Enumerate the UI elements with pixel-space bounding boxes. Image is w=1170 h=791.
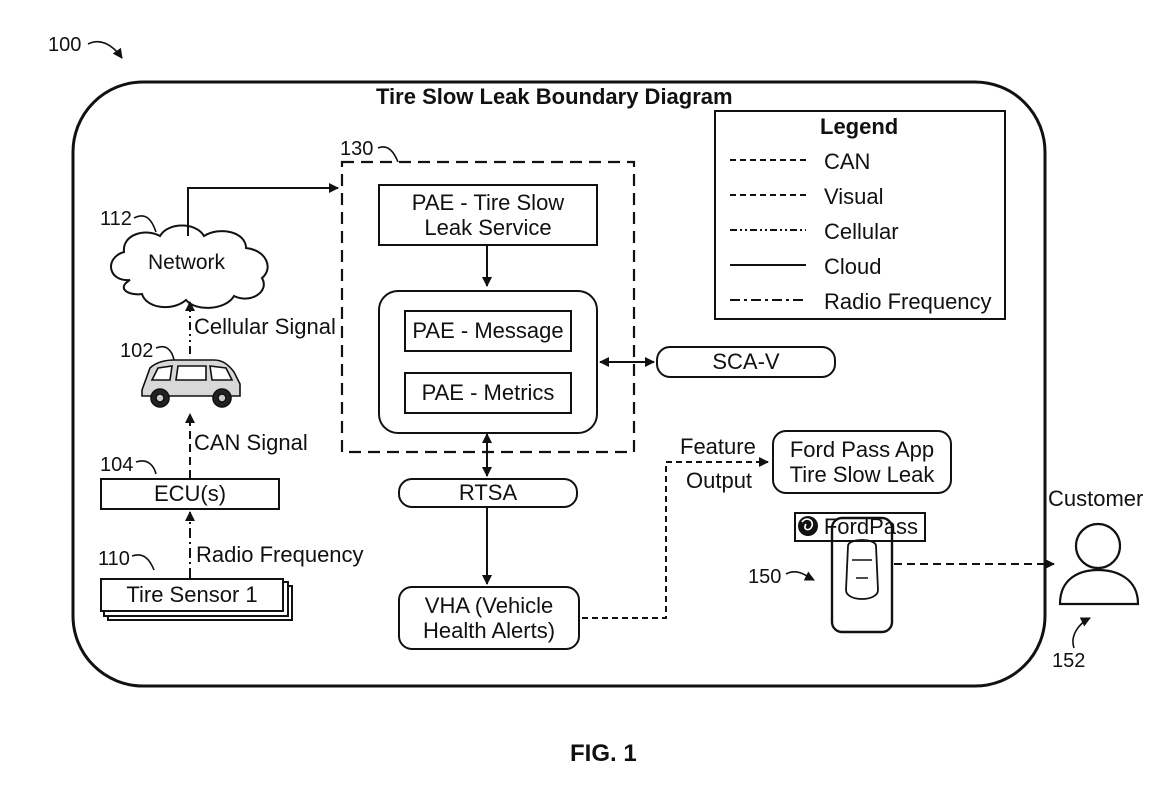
legend-title: Legend	[820, 114, 899, 139]
pae-service-box: PAE - Tire Slow Leak Service	[378, 184, 598, 246]
ref-110-leader	[131, 554, 155, 571]
can-signal-label: CAN Signal	[194, 430, 308, 455]
pae-metrics-box: PAE - Metrics	[404, 372, 572, 414]
tire-sensor-box: Tire Sensor 1	[100, 578, 284, 612]
pae-service-label-line1: PAE - Tire Slow	[411, 189, 565, 215]
radio-frequency-label: Radio Frequency	[196, 542, 364, 567]
vehicle-icon	[141, 359, 241, 408]
vha-label-line1: VHA (Vehicle	[424, 592, 554, 618]
ecu-box: ECU(s)	[100, 478, 280, 510]
ref-110: 110	[98, 548, 130, 570]
rtsa-box: RTSA	[398, 478, 578, 508]
legend-item-can: CAN	[824, 149, 871, 174]
ford-pass-app-box: Ford Pass App Tire Slow Leak	[772, 430, 952, 494]
edge-network-platform	[187, 183, 339, 236]
ref-152: 152	[1052, 650, 1086, 672]
legend-item-radio-frequency: Radio Frequency	[824, 289, 992, 314]
system-boundary	[71, 80, 1047, 688]
ref-102: 102	[120, 340, 154, 362]
pae-message-label: PAE - Message	[412, 318, 564, 344]
sca-v-label: SCA-V	[712, 349, 780, 375]
ref-100: 100	[48, 34, 82, 56]
ref-150: 150	[748, 566, 782, 588]
fordpass-badge: FordPass	[794, 512, 926, 542]
phone-icon	[830, 516, 894, 634]
app-label-line2: Tire Slow Leak	[789, 462, 935, 487]
output-label: Output	[686, 468, 753, 493]
legend-swatches	[730, 159, 806, 301]
ref-130-leader	[377, 146, 399, 163]
edge-feature-output	[582, 457, 769, 619]
vha-label-line2: Health Alerts)	[422, 618, 556, 643]
figure-label: FIG. 1	[570, 740, 637, 767]
pae-service-label-line2: Leak Service	[424, 215, 552, 240]
ref-104-leader	[135, 460, 157, 475]
ref-104: 104	[100, 454, 134, 476]
ref-112-leader	[133, 215, 157, 233]
vha-box: VHA (Vehicle Health Alerts)	[398, 586, 580, 650]
diagram-title: Tire Slow Leak Boundary Diagram	[376, 84, 733, 109]
app-label-line1: Ford Pass App	[789, 436, 935, 462]
ecu-label: ECU(s)	[153, 481, 227, 507]
fordpass-brand-label: FordPass	[823, 514, 918, 540]
customer-label: Customer	[1048, 486, 1144, 511]
cellular-signal-label: Cellular Signal	[194, 314, 336, 339]
legend-item-visual: Visual	[824, 184, 884, 209]
customer-icon	[1058, 522, 1140, 606]
ref-130: 130	[340, 138, 374, 160]
legend: Legend CAN Visual Cellular Cloud Radio F…	[714, 110, 1006, 320]
feature-label: Feature	[680, 434, 756, 459]
sca-v-box: SCA-V	[656, 346, 836, 378]
pae-message-box: PAE - Message	[404, 310, 572, 352]
network-cloud-icon	[110, 224, 269, 309]
fordpass-logo-icon	[798, 516, 818, 536]
ref-102-leader	[155, 345, 175, 361]
legend-item-cloud: Cloud	[824, 254, 882, 279]
ref-152-leader	[1072, 617, 1091, 649]
network-label: Network	[148, 251, 226, 274]
rtsa-label: RTSA	[458, 480, 518, 506]
legend-item-cellular: Cellular	[824, 219, 899, 244]
ref-100-leader	[87, 40, 123, 59]
ref-112: 112	[100, 208, 132, 230]
tire-sensor-label: Tire Sensor 1	[126, 582, 258, 608]
ref-150-leader	[785, 571, 815, 581]
pae-metrics-label: PAE - Metrics	[421, 380, 555, 406]
